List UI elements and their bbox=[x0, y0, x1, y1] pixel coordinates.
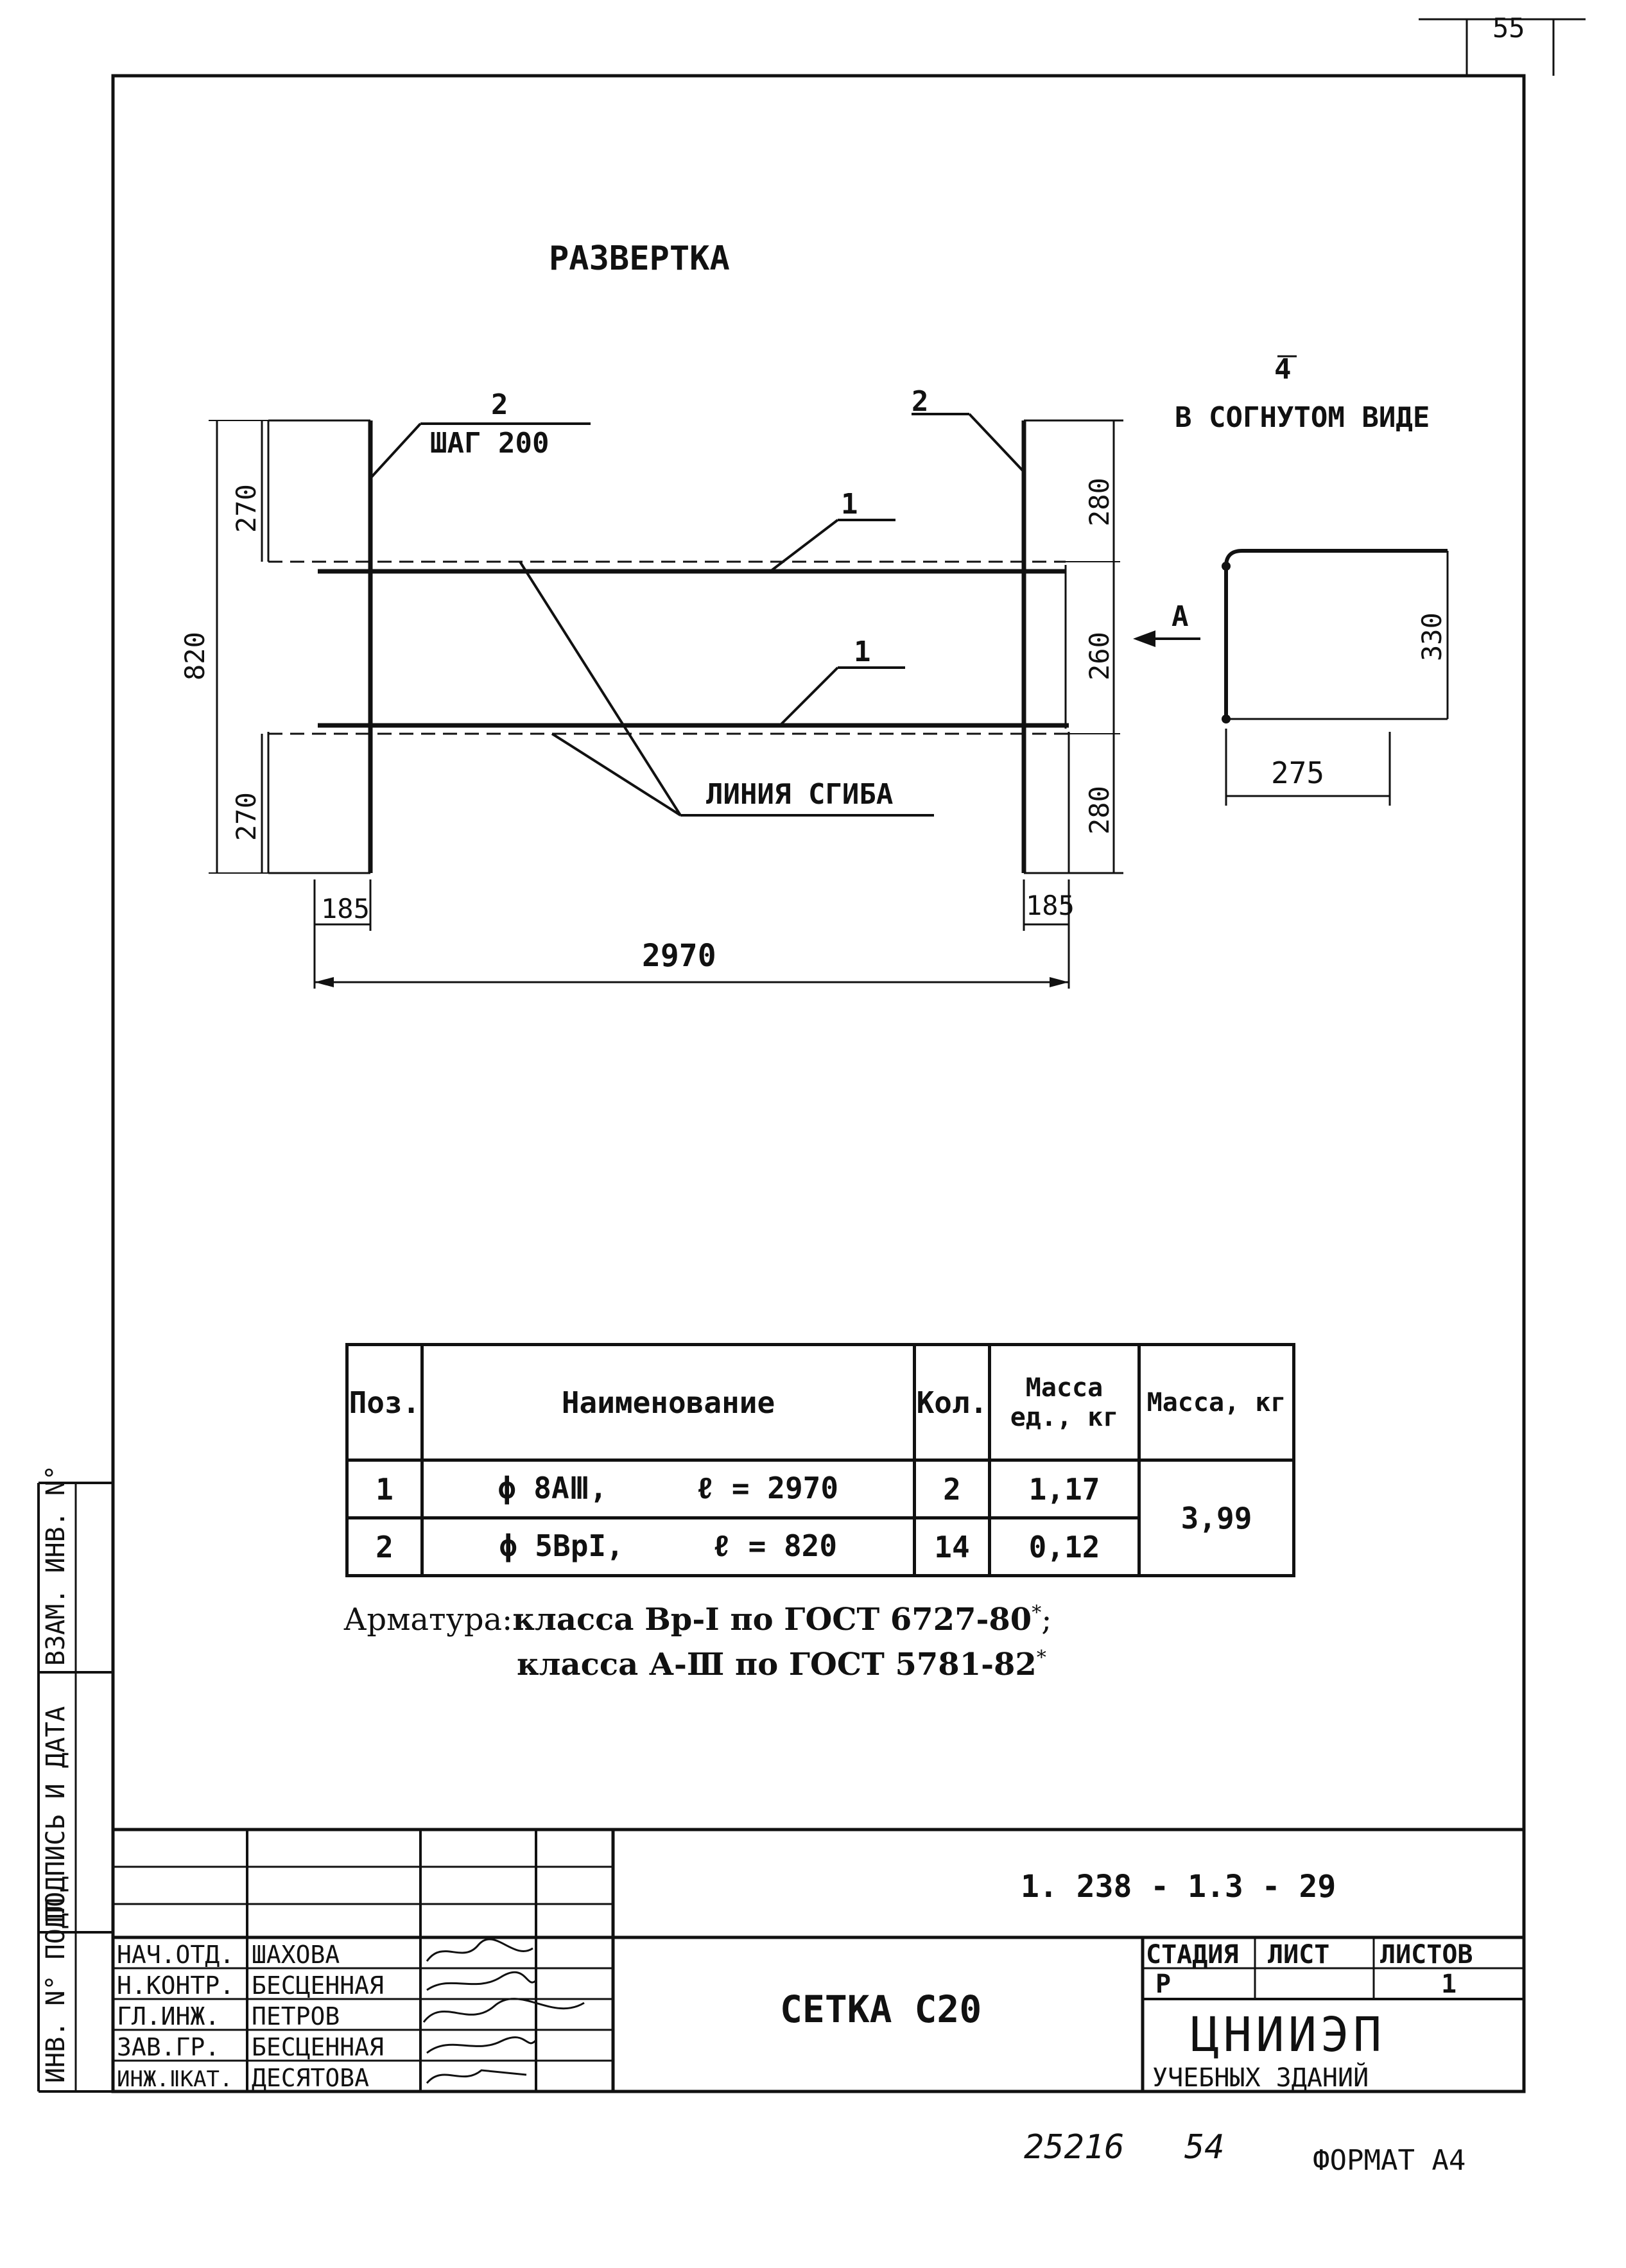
dim-total-width: 2970 bbox=[642, 938, 716, 974]
side-stamp-inv-orig: ИНВ. N° ПОДЛ. bbox=[41, 1882, 71, 2083]
table-row: 2 ϕ 5ВрI, ℓ = 820 14 0,12 bbox=[345, 1516, 1294, 1577]
role-4: ЗАВ.ГР. bbox=[117, 2033, 220, 2061]
org-name: ЦНИИЭП bbox=[1191, 2007, 1385, 2063]
spec-table: Поз. Наименование Кол. Масса ед., кг Мас… bbox=[345, 1343, 1295, 1577]
sheet-frame bbox=[111, 74, 1526, 2093]
bent-view-shape bbox=[1224, 549, 1448, 719]
note-mark-2: * bbox=[1036, 1647, 1046, 1669]
row1-unit-mass: 1,17 bbox=[988, 1459, 1141, 1519]
row2-length: ℓ = 820 bbox=[713, 1528, 838, 1563]
pos1-top-label: 1 bbox=[841, 488, 858, 521]
pos2-right-label: 2 bbox=[912, 385, 929, 418]
corner-number: 55 bbox=[1492, 12, 1525, 44]
sheet-title: СЕТКА С20 bbox=[780, 1987, 982, 2031]
signature-5 bbox=[426, 2069, 527, 2084]
pos1-bottom-label: 1 bbox=[854, 636, 871, 668]
total-mass: 3,99 bbox=[1137, 1459, 1295, 1577]
row1-qty: 2 bbox=[913, 1459, 991, 1519]
stage-value: Р bbox=[1155, 1969, 1171, 1999]
header-qty: Кол. bbox=[913, 1343, 991, 1462]
note-mark-1: * bbox=[1032, 1602, 1042, 1624]
sheets-header: ЛИСТОВ bbox=[1380, 1940, 1473, 1969]
row2-name-text: ϕ 5ВрI, bbox=[499, 1528, 624, 1563]
note-text-1: класса Вр-I по ГОСТ 6727-80 bbox=[512, 1602, 1032, 1638]
row2-name: ϕ 5ВрI, ℓ = 820 bbox=[420, 1516, 916, 1577]
side-stamp-sign-date: ПОДПИСЬ И ДАТА bbox=[41, 1706, 71, 1923]
role-3: ГЛ.ИНЖ. bbox=[117, 2002, 220, 2030]
header-unit-mass: Масса ед., кг bbox=[988, 1343, 1141, 1462]
dim-total-height: 820 bbox=[179, 632, 211, 680]
row2-qty: 14 bbox=[913, 1516, 991, 1577]
side-stamp-replace-inv: ВЗАМ. ИНВ. N° bbox=[41, 1465, 71, 1666]
note-end-1: ; bbox=[1041, 1602, 1052, 1638]
dim-right-bottom: 280 bbox=[1084, 786, 1115, 835]
header-pos: Поз. bbox=[345, 1343, 424, 1462]
bend-line-label: ЛИНИЯ СГИБА bbox=[706, 778, 893, 811]
row1-name: ϕ 8АⅢ, ℓ = 2970 bbox=[420, 1459, 916, 1519]
name-1: ШАХОВА bbox=[252, 1941, 340, 1969]
row2-pos: 2 bbox=[345, 1516, 424, 1577]
header-total-mass: Масса, кг bbox=[1137, 1343, 1295, 1462]
row2-unit-mass: 0,12 bbox=[988, 1516, 1141, 1577]
signature-4 bbox=[426, 2036, 537, 2054]
note-line-1: Арматура:класса Вр-I по ГОСТ 6727-80*; bbox=[343, 1602, 1051, 1638]
signature-1 bbox=[426, 1938, 533, 1962]
name-5: ДЕСЯТОВА bbox=[252, 2064, 369, 2092]
signature-2 bbox=[426, 1971, 537, 1991]
bent-view-marker: 4 bbox=[1274, 353, 1292, 386]
dim-right-top: 280 bbox=[1084, 478, 1115, 526]
name-4: БЕСЦЕННАЯ bbox=[252, 2033, 384, 2061]
name-2: БЕСЦЕННАЯ bbox=[252, 1971, 384, 2000]
dim-left-bottom: 270 bbox=[230, 792, 262, 841]
org-sub: УЧЕБНЫХ ЗДАНИЙ bbox=[1152, 2062, 1369, 2093]
role-2: Н.КОНТР. bbox=[117, 1971, 234, 2000]
doc-code: 1. 238 - 1.3 - 29 bbox=[1021, 1869, 1336, 1905]
format-label: ФОРМАТ А4 bbox=[1313, 2144, 1466, 2177]
note-line-2: класса А-Ⅲ по ГОСТ 5781-82* bbox=[517, 1647, 1046, 1683]
role-1: НАЧ.ОТД. bbox=[117, 1941, 234, 1969]
dim-right-width: 185 bbox=[1026, 890, 1075, 921]
drawing-title: РАЗВЕРТКА bbox=[549, 239, 730, 278]
role-5: ИНЖ.ⅡКАТ. bbox=[117, 2066, 233, 2092]
pos2-left-label: 2 bbox=[491, 388, 508, 421]
dim-left-width: 185 bbox=[321, 893, 370, 924]
archive-number: 25216 bbox=[1024, 2128, 1125, 2167]
bent-view-width: 275 bbox=[1271, 756, 1324, 790]
bent-view-label: В СОГНУТОМ ВИДЕ bbox=[1175, 401, 1430, 434]
step-label: ШАГ 200 bbox=[430, 427, 549, 460]
name-3: ПЕТРОВ bbox=[252, 2002, 340, 2030]
note-prefix: Арматура: bbox=[343, 1602, 513, 1638]
header-name: Наименование bbox=[420, 1343, 916, 1462]
row1-pos: 1 bbox=[345, 1459, 424, 1519]
row1-name-text: ϕ 8АⅢ, bbox=[497, 1471, 608, 1505]
dim-right-middle: 260 bbox=[1084, 632, 1115, 680]
sheets-value: 1 bbox=[1441, 1969, 1457, 1999]
page-number: 54 bbox=[1184, 2128, 1225, 2167]
bent-view-height: 330 bbox=[1416, 612, 1448, 661]
signature-3 bbox=[422, 1998, 585, 2023]
table-row: 1 ϕ 8АⅢ, ℓ = 2970 2 1,17 3,99 bbox=[345, 1459, 1295, 1577]
row1-length: ℓ = 2970 bbox=[696, 1471, 839, 1505]
sheet-header: ЛИСТ bbox=[1268, 1940, 1329, 1969]
view-arrow-label: A bbox=[1172, 600, 1189, 633]
note-text-2: класса А-Ⅲ по ГОСТ 5781-82 bbox=[517, 1647, 1037, 1683]
stage-header: СТАДИЯ bbox=[1146, 1940, 1239, 1969]
dim-left-top: 270 bbox=[230, 484, 262, 533]
